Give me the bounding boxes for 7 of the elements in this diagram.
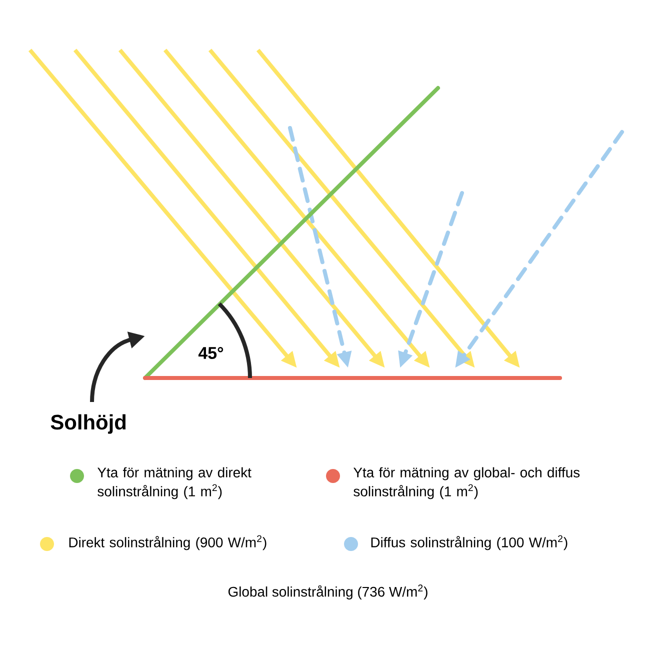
legend-text: Direkt solinstrålning (900 W/m$^{2}$) xyxy=(69,535,266,550)
summary-text: Global solinstrålning (736 W/m$^{2}$) xyxy=(228,584,428,600)
elevation-label: Solhöjd xyxy=(50,414,126,434)
angle-label: 45° xyxy=(198,347,224,359)
legend-text: Diffus solinstrålning (100 W/m$^{2}$) xyxy=(371,535,568,550)
legend-text: Yta för mätning av direkt solinstrålning (1 m$^{2}$) xyxy=(98,467,252,500)
legend-text: Yta för mätning av global- och diffus solinstrålning (1 m$^{2}$) xyxy=(354,467,580,500)
